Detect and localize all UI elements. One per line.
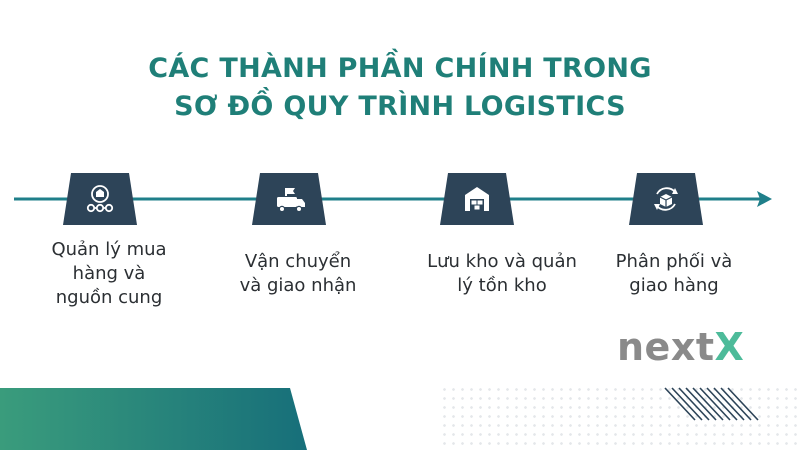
step-label-procurement: Quản lý mua hàng và nguồn cung [51,239,167,308]
step-label-warehouse: Lưu kho và quản lý tồn kho [427,251,577,296]
step-transport [252,173,326,225]
delivery-box-icon [654,187,678,211]
step-procurement [63,173,137,225]
title-line-1: CÁC THÀNH PHẦN CHÍNH TRONG [148,53,652,84]
step-warehouse [440,173,514,225]
step-distribution [629,173,703,225]
title-line-2: SƠ ĐỒ QUY TRÌNH LOGISTICS [174,91,626,122]
truck-icon [277,188,305,213]
procurement-icon [86,185,114,213]
brand-logo: nextX [617,325,744,369]
page-title: CÁC THÀNH PHẦN CHÍNH TRONG SƠ ĐỒ QUY TRÌ… [0,50,800,126]
timeline-arrowhead [757,191,772,207]
brand-x: X [714,325,745,369]
warehouse-icon [465,187,489,211]
step-label-distribution: Phân phối và giao hàng [615,251,733,296]
dot-pattern [440,385,800,450]
brand-text: next [617,325,715,369]
step-label-transport: Vận chuyển và giao nhận [239,251,357,296]
